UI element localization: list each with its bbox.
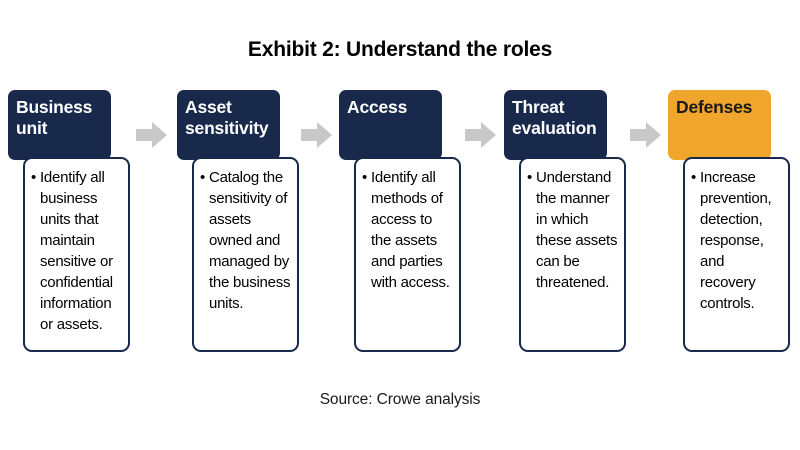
step-header-business-unit[interactable]: Business unit: [8, 90, 111, 160]
step-header-label: Access: [347, 97, 408, 117]
bullet-text: Identify all business units that maintai…: [40, 169, 113, 333]
bullet-text: Identify all methods of access to the as…: [371, 169, 450, 291]
list-item: •Identify all methods of access to the a…: [362, 167, 454, 293]
right-arrow-icon: [465, 122, 496, 148]
step-header-access[interactable]: Access: [339, 90, 442, 160]
list-item: •Catalog the sensitivity of assets owned…: [200, 167, 292, 314]
list-item: •Increase prevention, detection, respons…: [691, 167, 783, 314]
step-card-business-unit: •Identify all business units that mainta…: [23, 157, 130, 352]
bullet-dot-icon: •: [362, 169, 368, 186]
step-card-asset-sensitivity: •Catalog the sensitivity of assets owned…: [192, 157, 299, 352]
right-arrow-icon: [630, 122, 661, 148]
bullet-text: Understand the manner in which these ass…: [536, 169, 618, 291]
step-card-access: •Identify all methods of access to the a…: [354, 157, 461, 352]
step-header-asset-sensitivity[interactable]: Asset sensitivity: [177, 90, 280, 160]
bullet-dot-icon: •: [527, 169, 533, 186]
right-arrow-icon: [301, 122, 332, 148]
bullet-dot-icon: •: [691, 169, 697, 186]
step-header-label: Asset sensitivity: [185, 97, 269, 138]
step-header-label: Business unit: [16, 97, 93, 138]
step-card-threat-evaluation: •Understand the manner in which these as…: [519, 157, 626, 352]
source-note: Source: Crowe analysis: [319, 391, 481, 408]
bullet-text: Catalog the sensitivity of assets owned …: [209, 169, 291, 312]
step-header-label: Defenses: [676, 97, 753, 117]
right-arrow-icon: [136, 122, 167, 148]
bullet-dot-icon: •: [31, 169, 37, 186]
bullet-text: Increase prevention, detection, response…: [700, 169, 772, 312]
list-item: •Identify all business units that mainta…: [31, 167, 123, 335]
step-header-label: Threat evaluation: [512, 97, 597, 138]
step-card-defenses: •Increase prevention, detection, respons…: [683, 157, 790, 352]
page-title: Exhibit 2: Understand the roles: [247, 38, 553, 61]
list-item: •Understand the manner in which these as…: [527, 167, 619, 293]
step-header-threat-evaluation[interactable]: Threat evaluation: [504, 90, 607, 160]
bullet-dot-icon: •: [200, 169, 206, 186]
step-header-defenses[interactable]: Defenses: [668, 90, 771, 160]
